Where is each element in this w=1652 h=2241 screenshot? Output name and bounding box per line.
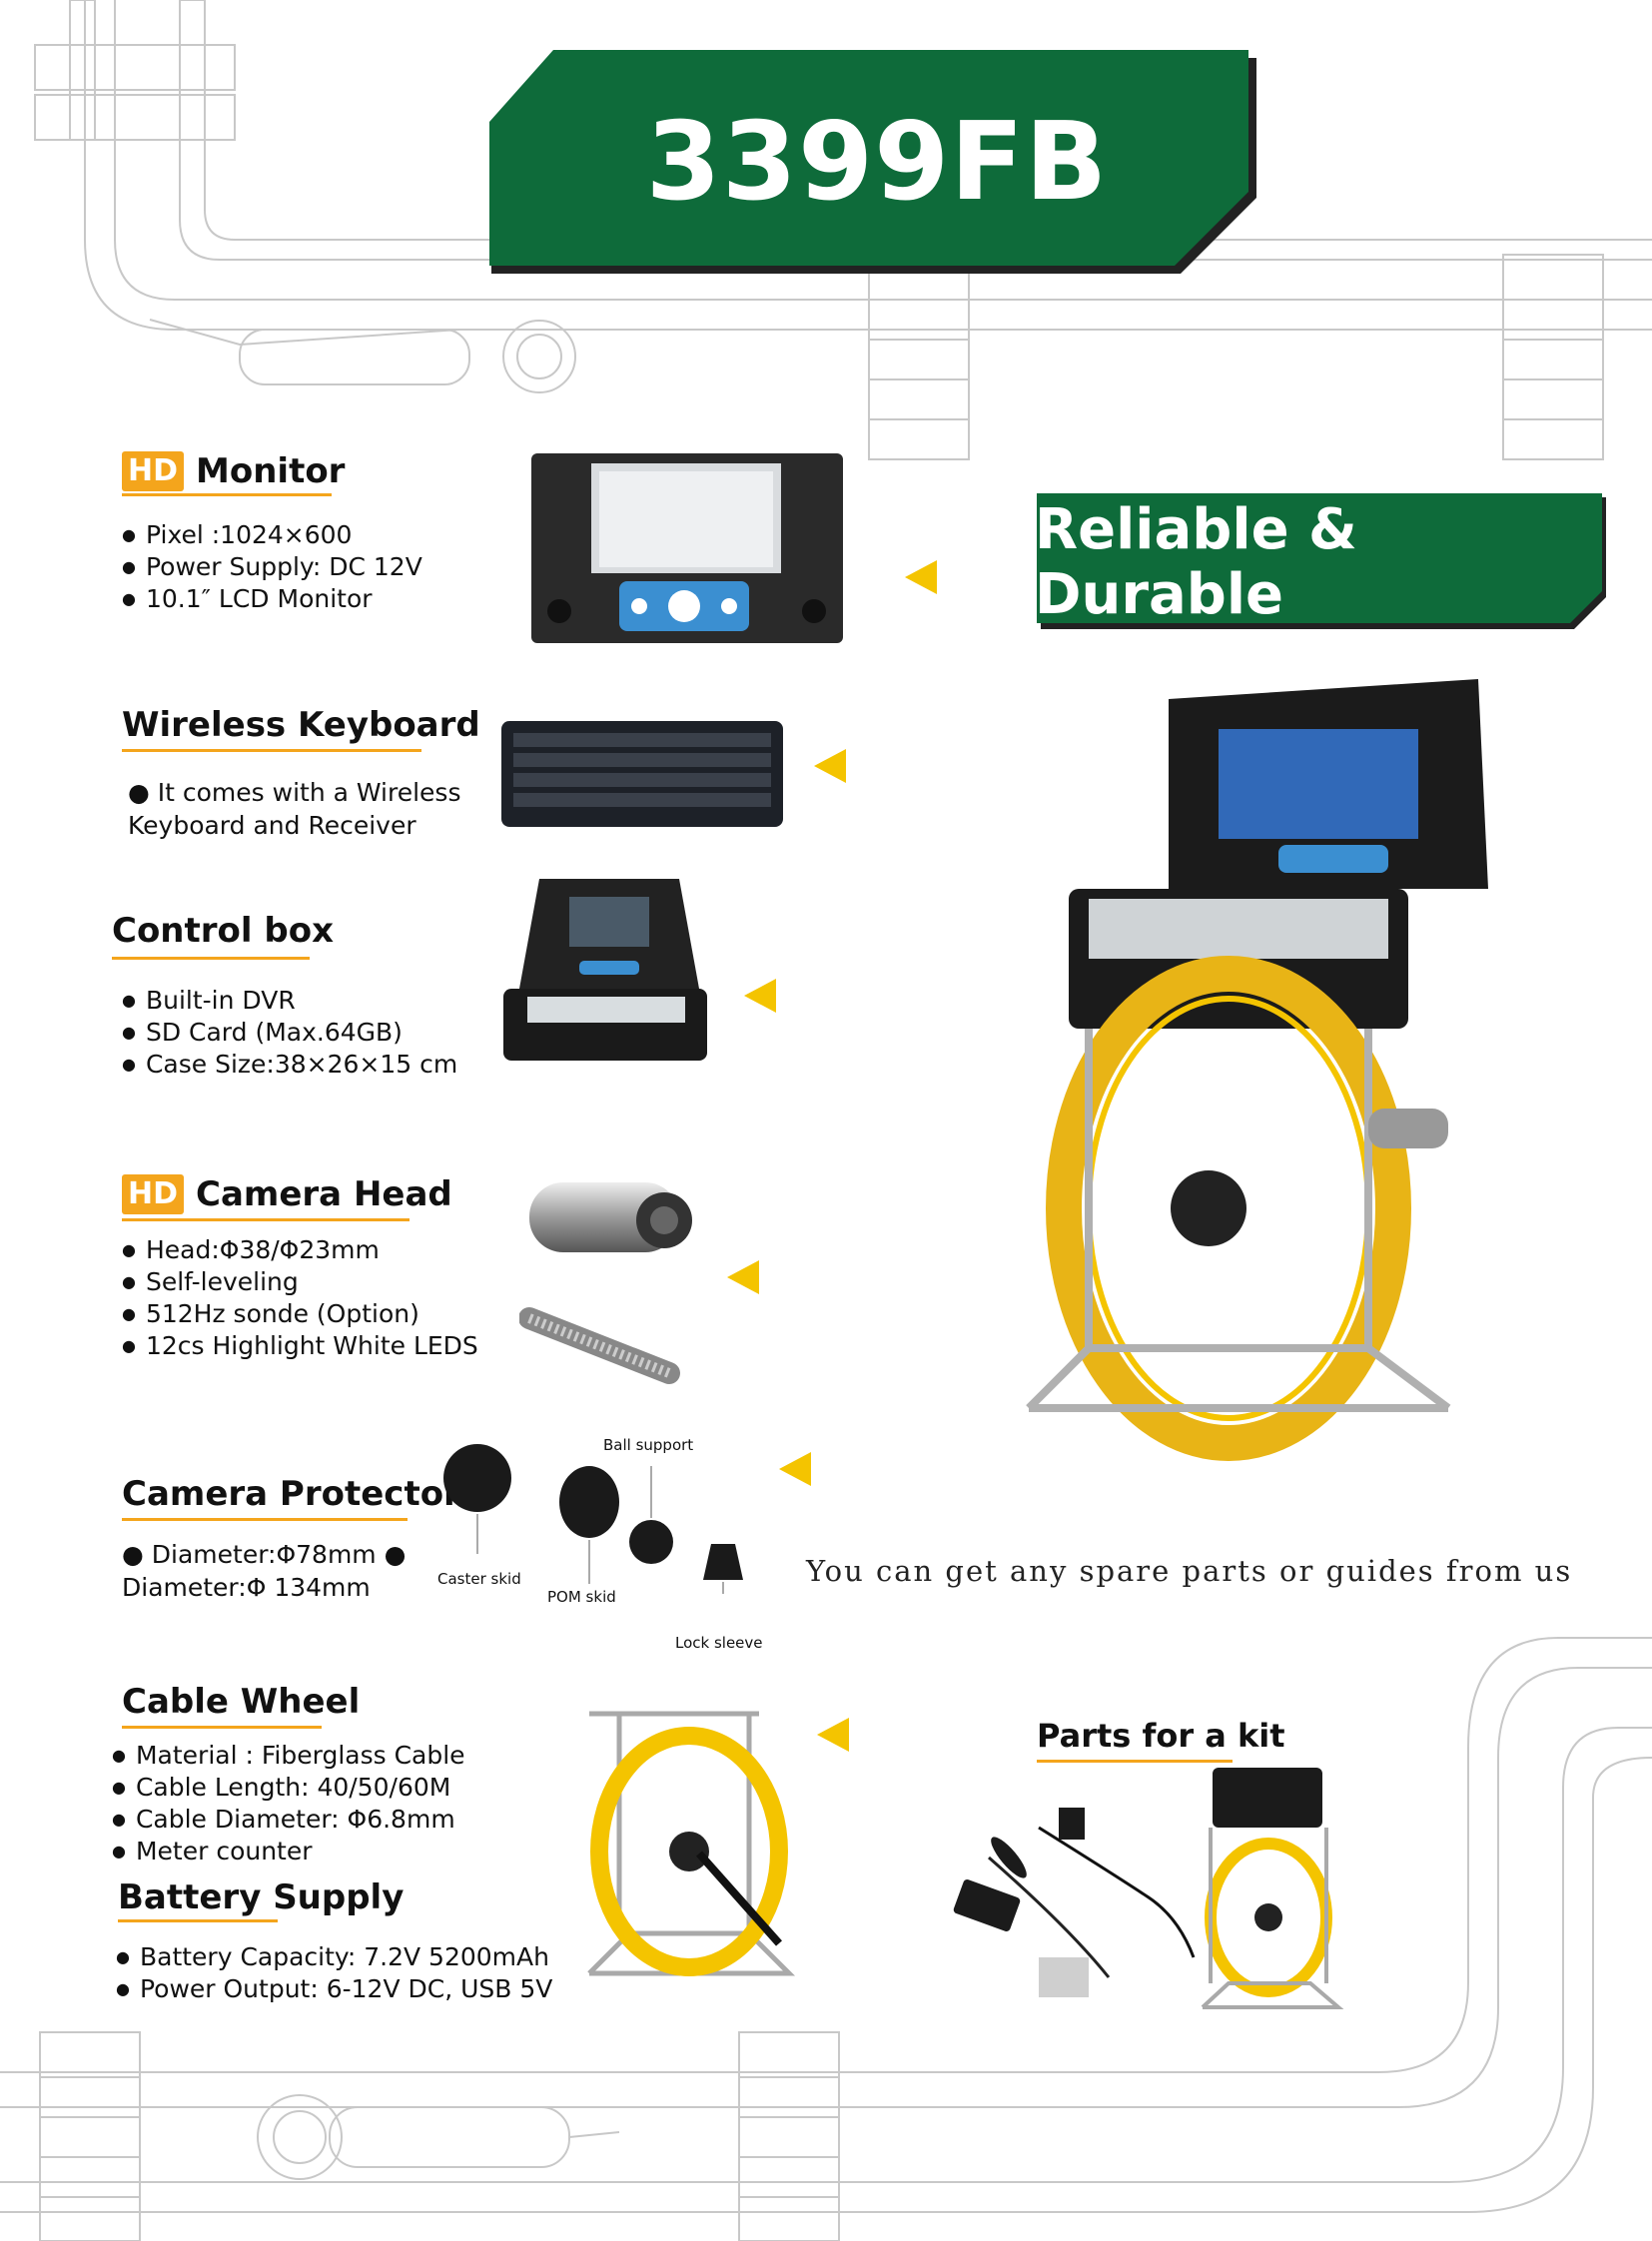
keyboard-image	[501, 721, 783, 827]
tagline-text: Reliable & Durable	[1035, 497, 1357, 627]
spec-item: Cable Diameter: Φ6.8mm	[112, 1804, 465, 1836]
camera-head-underline	[122, 1218, 410, 1221]
pointer-arrow-icon	[814, 749, 846, 783]
pointer-arrow-icon	[744, 979, 776, 1013]
monitor-heading: HD Monitor	[122, 451, 345, 491]
pointer-arrow-icon	[727, 1260, 759, 1294]
keyboard-title: Wireless Keyboard	[122, 705, 480, 745]
protector-parts-image	[443, 1444, 743, 1594]
protector-desc-line1: ● Diameter:Φ78mm ●	[122, 1540, 407, 1569]
spec-item: Built-in DVR	[122, 985, 457, 1017]
pointer-arrow-icon	[817, 1718, 849, 1752]
reel-unit-image	[1026, 679, 1488, 1461]
cable-wheel-specs: Material : Fiberglass Cable Cable Length…	[112, 1740, 465, 1868]
monitor-underline	[122, 493, 332, 496]
spec-item: 512Hz sonde (Option)	[122, 1298, 478, 1330]
control-box-underline	[112, 957, 310, 960]
monitor-image	[531, 453, 843, 643]
spec-item: Meter counter	[112, 1836, 465, 1868]
spec-item: Cable Length: 40/50/60M	[112, 1772, 465, 1804]
monitor-specs: Pixel :1024×600 Power Supply: DC 12V 10.…	[122, 519, 422, 615]
hd-badge: HD	[122, 1174, 185, 1214]
spec-item: Self-leveling	[122, 1266, 478, 1298]
spec-item: 12cs Highlight White LEDS	[122, 1330, 478, 1362]
keyboard-desc-line2: Keyboard and Receiver	[128, 811, 416, 840]
spec-item: Material : Fiberglass Cable	[112, 1740, 465, 1772]
spec-item: Power Output: 6-12V DC, USB 5V	[116, 1973, 552, 2005]
camera-protector-underline	[122, 1518, 408, 1521]
title-banner: 3399FB	[487, 48, 1266, 276]
cable-wheel-underline	[122, 1726, 322, 1729]
camera-head-image	[519, 1182, 692, 1384]
kit-parts-image	[953, 1768, 1344, 2009]
control-box-image	[503, 879, 707, 1061]
battery-title: Battery Supply	[118, 1877, 405, 1917]
monitor-title: Monitor	[196, 451, 346, 491]
kit-title: Parts for a kit	[1037, 1717, 1285, 1755]
control-box-specs: Built-in DVR SD Card (Max.64GB) Case Siz…	[122, 985, 457, 1081]
pointer-arrow-icon	[905, 560, 937, 594]
caster-skid-label: Caster skid	[437, 1570, 521, 1588]
ball-support-label: Ball support	[603, 1436, 694, 1454]
battery-specs: Battery Capacity: 7.2V 5200mAh Power Out…	[116, 1941, 552, 2005]
spec-item: Case Size:38×26×15 cm	[122, 1049, 457, 1081]
kit-underline	[1037, 1760, 1233, 1763]
control-box-title: Control box	[112, 911, 335, 951]
spec-item: Pixel :1024×600	[122, 519, 422, 551]
camera-protector-title: Camera Protector	[122, 1474, 460, 1514]
pom-skid-label: POM skid	[547, 1588, 616, 1606]
spec-item: SD Card (Max.64GB)	[122, 1017, 457, 1049]
camera-protector-desc: ● Diameter:Φ78mm ● Diameter:Φ 134mm	[122, 1538, 406, 1604]
hd-badge: HD	[122, 451, 185, 491]
lock-sleeve-label: Lock sleeve	[675, 1634, 763, 1652]
keyboard-desc: ● It comes with a Wireless Keyboard and …	[128, 776, 460, 842]
keyboard-underline	[122, 749, 421, 752]
camera-head-specs: Head:Φ38/Φ23mm Self-leveling 512Hz sonde…	[122, 1234, 478, 1362]
tagline-banner: Reliable & Durable	[1035, 491, 1610, 633]
camera-head-heading: HD Camera Head	[122, 1174, 452, 1214]
camera-head-title: Camera Head	[196, 1174, 452, 1214]
spec-item: Head:Φ38/Φ23mm	[122, 1234, 478, 1266]
spare-parts-note: You can get any spare parts or guides fr…	[806, 1554, 1573, 1588]
spec-item: 10.1″ LCD Monitor	[122, 583, 422, 615]
cable-wheel-title: Cable Wheel	[122, 1682, 361, 1722]
protector-desc-line2: Diameter:Φ 134mm	[122, 1573, 371, 1602]
keyboard-desc-line1: ● It comes with a Wireless	[128, 778, 461, 807]
spec-item: Battery Capacity: 7.2V 5200mAh	[116, 1941, 552, 1973]
product-model-title: 3399FB	[645, 99, 1109, 225]
pointer-arrow-icon	[779, 1452, 811, 1486]
battery-underline	[118, 1919, 278, 1922]
cable-wheel-image	[587, 1711, 796, 1976]
spec-item: Power Supply: DC 12V	[122, 551, 422, 583]
